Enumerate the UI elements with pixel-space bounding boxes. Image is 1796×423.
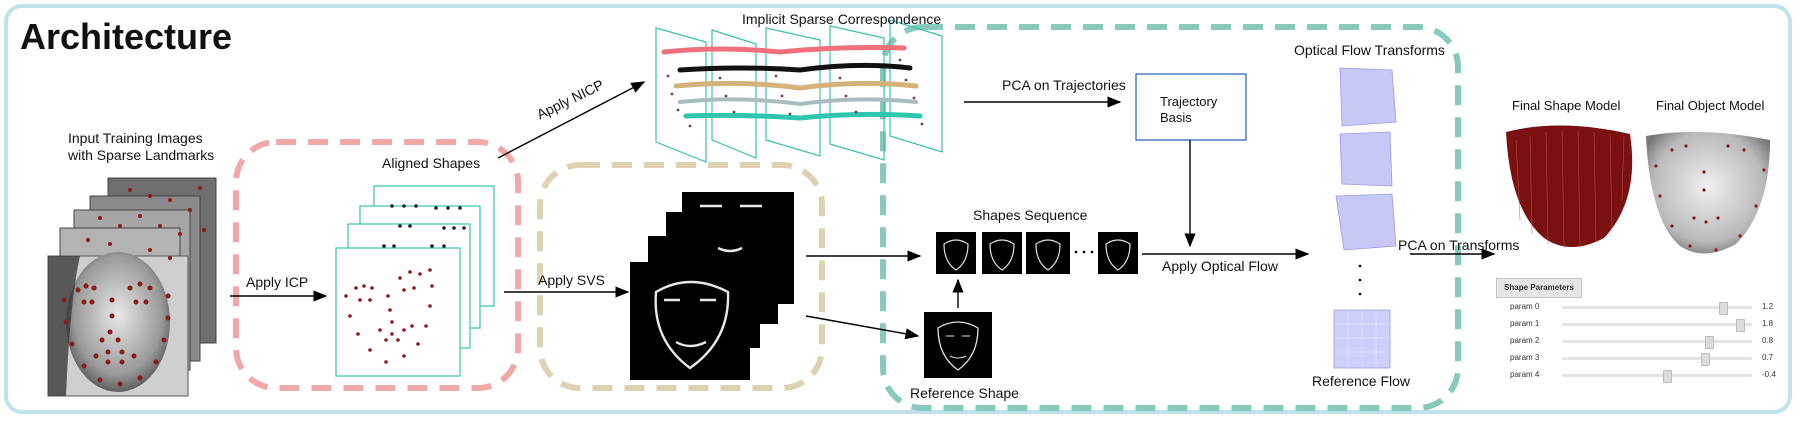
param-name: param 3 [1510,353,1540,362]
param-slider-track[interactable] [1562,302,1752,315]
param-name: param 1 [1510,319,1540,328]
reference-flow-label: Reference Flow [1312,373,1411,389]
shapes-sequence [936,232,1138,274]
param-row: param 4 -0.4 [1494,368,1784,383]
param-slider-thumb[interactable] [1719,302,1729,315]
flow-ellipsis [1358,264,1362,296]
arrow-to-reference-shape [805,315,920,340]
param-slider-track[interactable] [1562,370,1752,383]
optical-flow-transforms-label: Optical Flow Transforms [1294,42,1445,58]
final-shape-model-label: Final Shape Model [1512,98,1621,113]
param-row: param 0 1.2 [1494,300,1784,315]
optical-flow-transforms [1333,67,1397,369]
trajectory-basis-label-line2: Basis [1160,110,1192,125]
param-slider-track[interactable] [1562,353,1752,366]
trajectory-basis-label-line1: Trajectory [1160,94,1218,109]
param-value: 1.2 [1762,302,1774,311]
input-images-label-line2: with Sparse Landmarks [68,147,215,163]
pca-on-transforms-label: PCA on Transforms [1398,237,1520,253]
implicit-sparse-correspondence-label: Implicit Sparse Correspondence [742,11,942,27]
param-value: 1.8 [1762,319,1774,328]
page-title: Architecture [20,16,233,57]
final-object-model-label: Final Object Model [1656,98,1765,113]
apply-icp-label: Apply ICP [246,274,309,290]
param-row: param 1 1.8 [1494,317,1784,332]
param-row: param 2 0.8 [1494,334,1784,349]
input-training-images [47,177,217,397]
flow-group-outline [880,24,1461,411]
param-value: -0.4 [1762,370,1776,379]
param-slider-thumb[interactable] [1701,353,1711,366]
aligned-shapes-label: Aligned Shapes [382,155,481,171]
pca-on-trajectories-label: PCA on Trajectories [1002,77,1126,93]
input-images-label-line1: Input Training Images [68,130,203,146]
reference-shape-image [924,312,992,378]
icp-group-outline [233,139,521,391]
apply-svs-label: Apply SVS [538,272,605,288]
param-name: param 2 [1510,336,1540,345]
param-value: 0.8 [1762,336,1774,345]
svs-face-contour [654,204,762,370]
svs-shape-images [630,192,794,380]
shapes-sequence-label: Shapes Sequence [973,207,1088,223]
param-value: 0.7 [1762,353,1774,362]
shape-parameters-title: Shape Parameters [1496,278,1582,298]
param-slider-track[interactable] [1562,336,1752,349]
arrow-apply-nicp [497,81,646,159]
param-slider-track[interactable] [1562,319,1752,332]
correspondence-planes [655,19,943,163]
trajectory-basis-box [1135,73,1247,141]
apply-optical-flow-label: Apply Optical Flow [1162,258,1278,274]
final-shape-model [1506,125,1633,249]
param-name: param 4 [1510,370,1540,379]
final-object-model [1646,131,1770,254]
trajectory-lines [661,45,923,121]
reference-shape-label: Reference Shape [910,385,1019,401]
param-row: param 3 0.7 [1494,351,1784,366]
param-slider-thumb[interactable] [1704,336,1714,349]
trajectory-points [666,58,924,128]
flow-grid [1334,310,1390,368]
aligned-shapes-stack [335,185,495,377]
param-name: param 0 [1510,302,1540,311]
outer-frame [4,4,1792,414]
shape-parameters-panel: Shape Parameters param 0 1.2 param 1 1.8… [1494,278,1784,383]
svs-group-outline [537,162,825,391]
param-slider-thumb[interactable] [1735,319,1745,332]
param-slider-thumb[interactable] [1662,370,1672,383]
